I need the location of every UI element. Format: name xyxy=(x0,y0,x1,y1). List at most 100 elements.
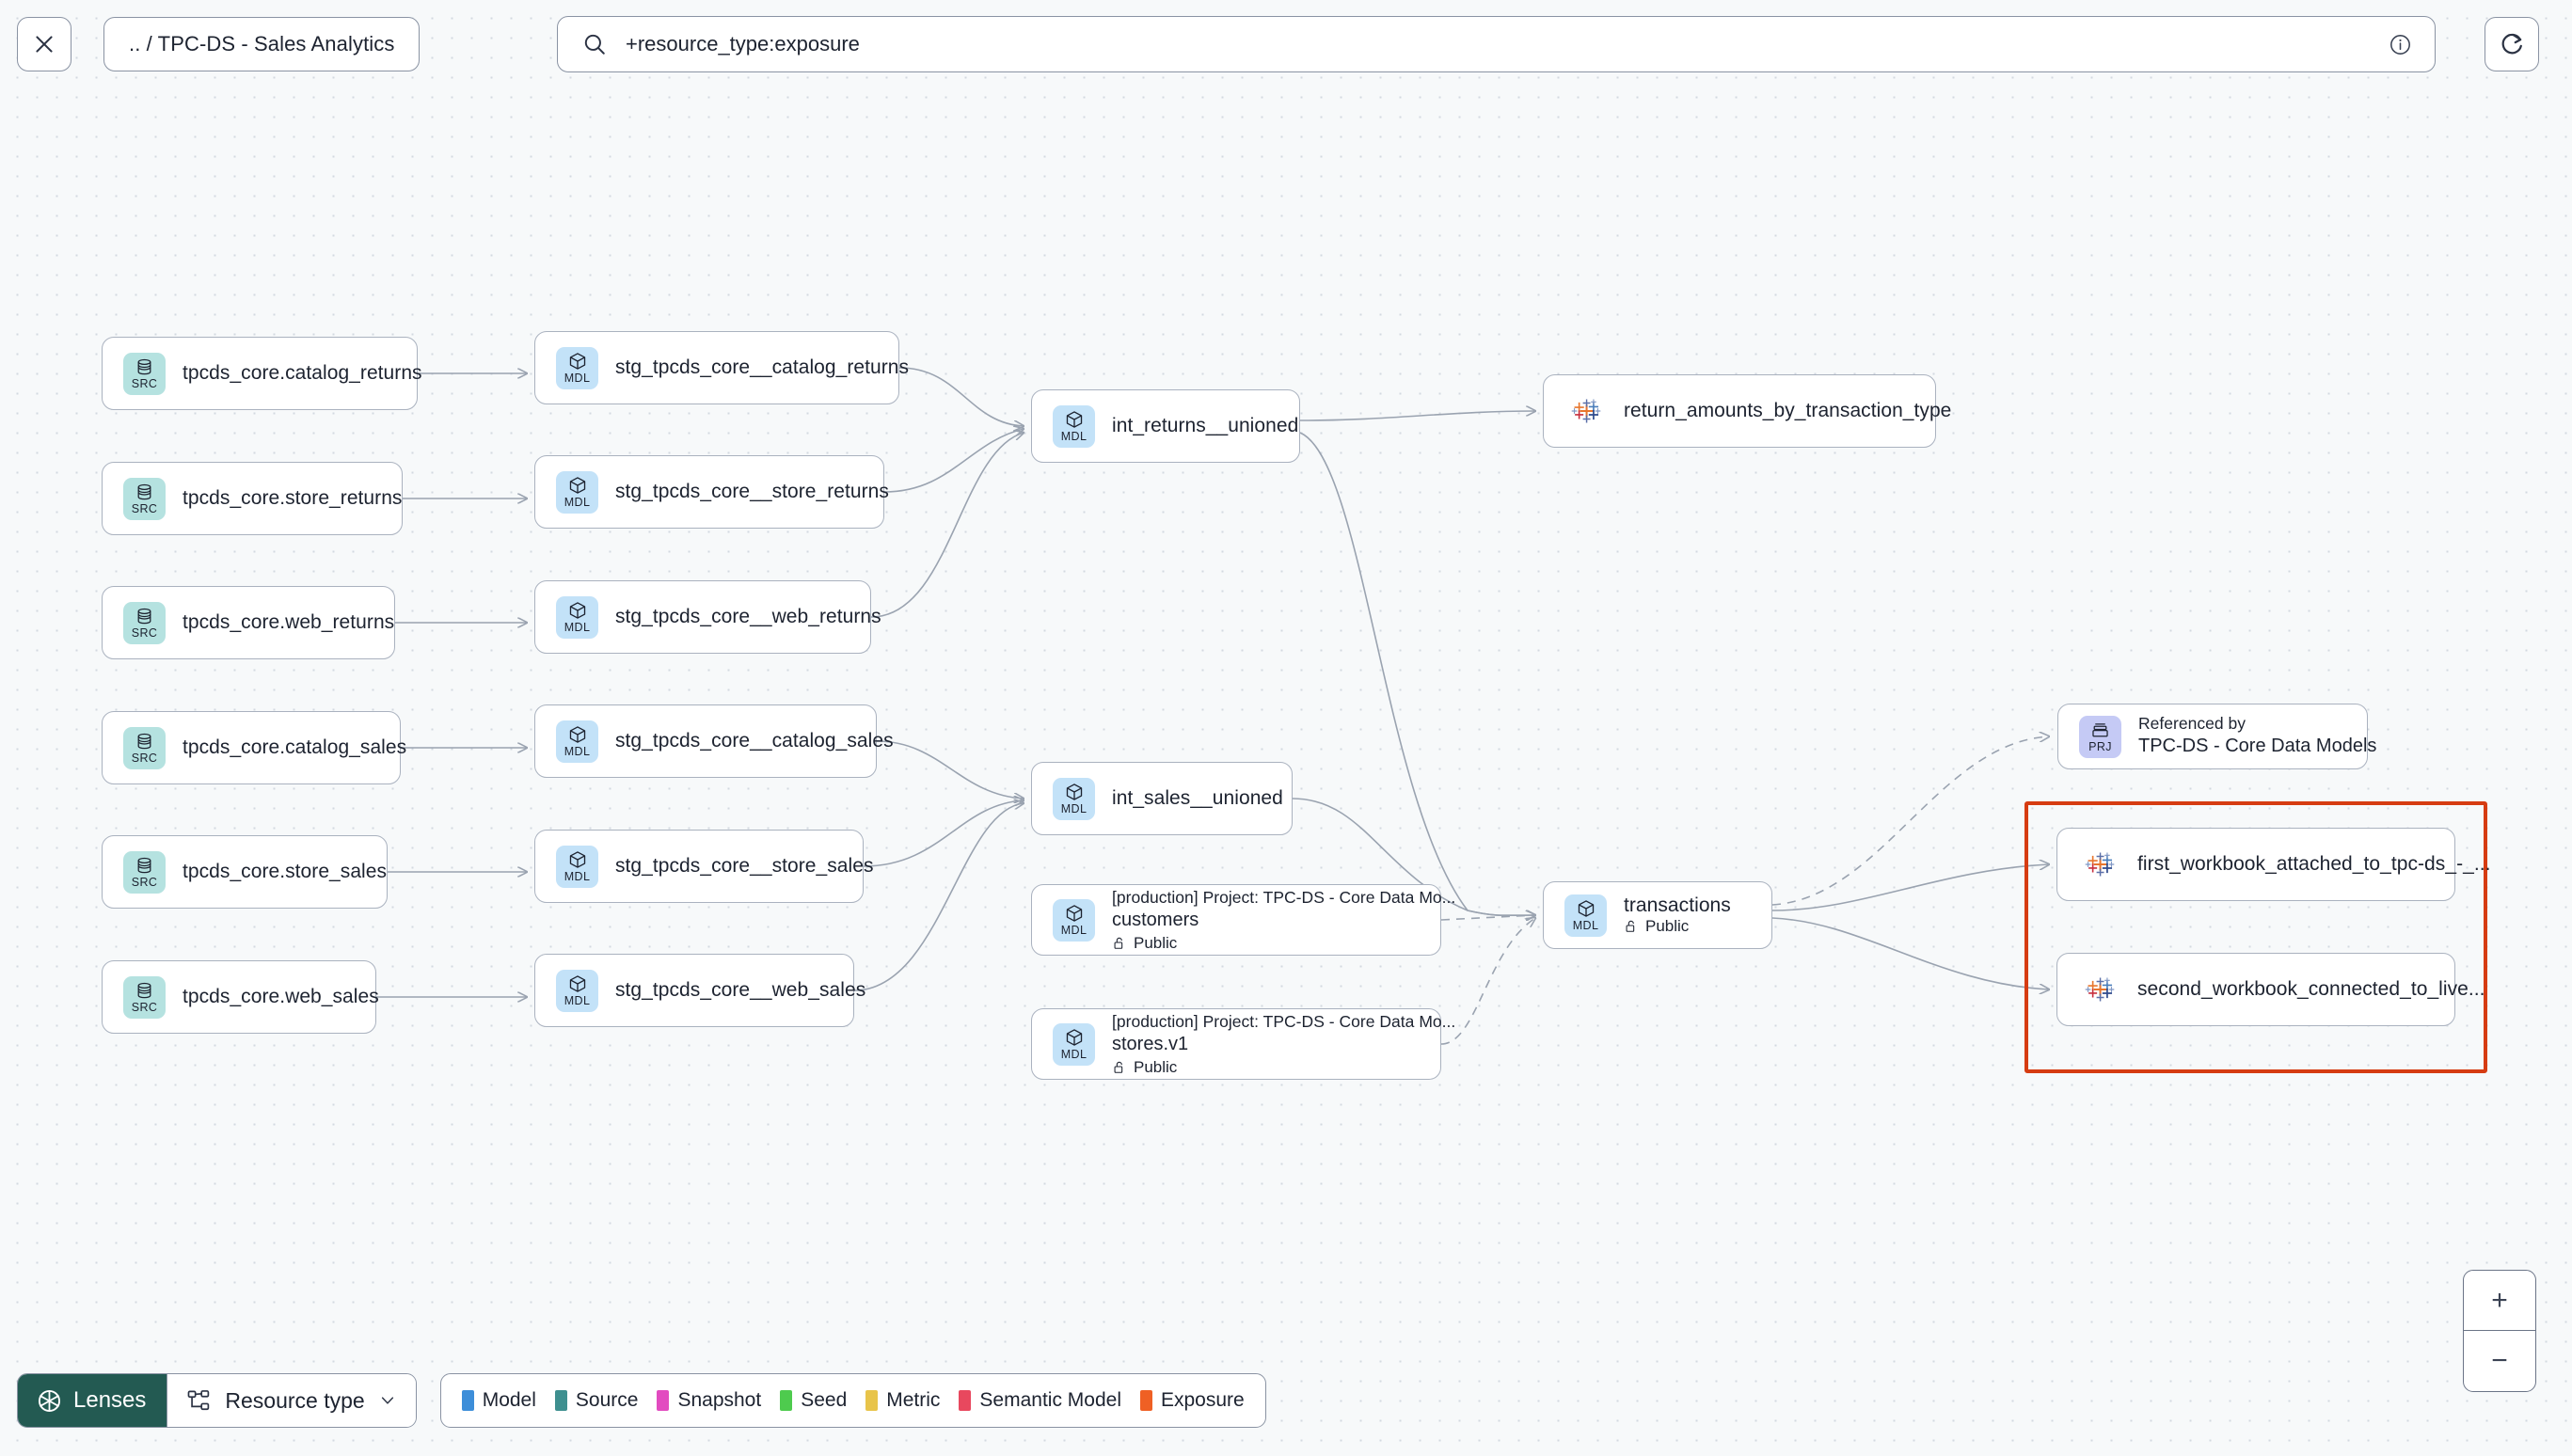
node-labels: stg_tpcds_core__web_returns xyxy=(615,606,881,628)
src-badge: SRC xyxy=(123,352,166,395)
mdl-badge: MDL xyxy=(556,720,598,763)
tableau-icon xyxy=(2078,969,2120,1011)
node-title: int_sales__unioned xyxy=(1112,787,1283,809)
graph-node-stg_catalog_returns[interactable]: MDL stg_tpcds_core__catalog_returns xyxy=(534,331,910,404)
lenses-button[interactable]: Lenses xyxy=(18,1374,167,1427)
graph-node-src_catalog_sales[interactable]: SRC tpcds_core.catalog_sales xyxy=(102,711,406,784)
search-bar[interactable]: +resource_type:exposure xyxy=(557,16,2436,72)
node-labels: return_amounts_by_transaction_type xyxy=(1624,400,1951,422)
breadcrumb[interactable]: .. / TPC-DS - Sales Analytics xyxy=(103,17,421,71)
node-title: stores.v1 xyxy=(1112,1033,1189,1054)
model-cube-icon xyxy=(567,351,588,372)
refresh-button[interactable] xyxy=(2485,17,2539,71)
resource-type-label: Resource type xyxy=(225,1387,365,1413)
bottom-toolbar: Lenses Resource type Model Source Snapsh… xyxy=(17,1373,1266,1428)
search-input[interactable]: +resource_type:exposure xyxy=(626,32,860,55)
graph-node-int_sales_unioned[interactable]: MDL int_sales__unioned xyxy=(1031,762,1293,835)
graph-node-stg_store_returns[interactable]: MDL stg_tpcds_core__store_returns xyxy=(534,455,889,529)
graph-node-src_store_returns[interactable]: SRC tpcds_core.store_returns xyxy=(102,462,403,535)
legend-label: Exposure xyxy=(1161,1389,1245,1411)
graph-node-src_store_sales[interactable]: SRC tpcds_core.store_sales xyxy=(102,835,388,909)
graph-node-src_catalog_returns[interactable]: SRC tpcds_core.catalog_returns xyxy=(102,337,422,410)
model-cube-icon xyxy=(1064,409,1085,430)
database-icon xyxy=(135,357,154,377)
node-labels: int_returns__unioned xyxy=(1112,415,1299,437)
graph-node-src_web_returns[interactable]: SRC tpcds_core.web_returns xyxy=(102,586,395,659)
model-cube-icon xyxy=(1064,1027,1085,1048)
node-access: Public xyxy=(1112,934,1420,953)
legend-item-exposure[interactable]: Exposure xyxy=(1140,1389,1245,1412)
src-badge: SRC xyxy=(123,726,166,769)
mdl-badge: MDL xyxy=(556,969,598,1012)
graph-node-exposure_second[interactable]: second_workbook_connected_to_live... xyxy=(2056,953,2485,1026)
legend-item-model[interactable]: Model xyxy=(461,1389,536,1412)
node-title: stg_tpcds_core__catalog_returns xyxy=(615,356,910,378)
graph-node-src_web_sales[interactable]: SRC tpcds_core.web_sales xyxy=(102,960,379,1034)
badge-label: SRC xyxy=(131,625,158,640)
model-cube-icon xyxy=(567,475,588,496)
graph-node-customers_model[interactable]: MDL [production] Project: TPC-DS - Core … xyxy=(1031,884,1456,956)
badge-label: MDL xyxy=(564,994,591,1008)
graph-node-stg_store_sales[interactable]: MDL stg_tpcds_core__store_sales xyxy=(534,830,874,903)
graph-node-stg_web_sales[interactable]: MDL stg_tpcds_core__web_sales xyxy=(534,954,866,1027)
resource-type-dropdown[interactable]: Resource type xyxy=(167,1374,416,1427)
node-title: stg_tpcds_core__web_sales xyxy=(615,979,866,1001)
graph-node-return_amounts[interactable]: return_amounts_by_transaction_type xyxy=(1543,374,1951,448)
database-icon xyxy=(135,732,154,752)
node-title: second_workbook_connected_to_live... xyxy=(2137,978,2485,1000)
graph-node-exposure_first[interactable]: first_workbook_attached_to_tpc-ds_-_... xyxy=(2056,828,2490,901)
node-labels: tpcds_core.catalog_sales xyxy=(183,736,406,759)
node-labels: second_workbook_connected_to_live... xyxy=(2137,978,2485,1001)
src-badge: SRC xyxy=(123,601,166,644)
badge-label: SRC xyxy=(131,376,158,390)
search-icon xyxy=(582,32,607,56)
database-icon xyxy=(135,856,154,876)
graph-node-int_returns_unioned[interactable]: MDL int_returns__unioned xyxy=(1031,389,1300,463)
unlock-icon xyxy=(1114,937,1123,949)
graph-node-transactions[interactable]: MDL transactions Public xyxy=(1543,881,1772,949)
database-icon xyxy=(135,981,154,1001)
badge-label: MDL xyxy=(564,372,591,386)
zoom-controls: + − xyxy=(2463,1270,2536,1392)
node-labels: stg_tpcds_core__catalog_sales xyxy=(615,730,894,752)
zoom-out-button[interactable]: − xyxy=(2491,1345,2508,1376)
legend-item-metric[interactable]: Metric xyxy=(865,1389,940,1412)
graph-node-stg_catalog_sales[interactable]: MDL stg_tpcds_core__catalog_sales xyxy=(534,704,894,778)
badge-label: MDL xyxy=(564,870,591,884)
top-toolbar: .. / TPC-DS - Sales Analytics +resource_… xyxy=(0,0,2572,111)
node-labels: stg_tpcds_core__web_sales xyxy=(615,979,866,1002)
node-title: tpcds_core.web_sales xyxy=(183,986,379,1007)
badge-label: SRC xyxy=(131,875,158,889)
breadcrumb-label: .. / TPC-DS - Sales Analytics xyxy=(129,32,395,55)
database-icon xyxy=(135,607,154,626)
node-subtitle: [production] Project: TPC-DS - Core Data… xyxy=(1112,887,1456,907)
database-icon xyxy=(135,483,154,502)
legend-swatch xyxy=(461,1390,474,1411)
node-title: int_returns__unioned xyxy=(1112,415,1299,436)
legend-item-snapshot[interactable]: Snapshot xyxy=(657,1389,761,1412)
graph-node-stg_web_returns[interactable]: MDL stg_tpcds_core__web_returns xyxy=(534,580,881,654)
node-access: Public xyxy=(1112,1058,1420,1077)
chevron-down-icon xyxy=(378,1391,397,1410)
node-labels: tpcds_core.store_returns xyxy=(183,487,402,510)
mdl-badge: MDL xyxy=(556,845,598,888)
info-icon[interactable] xyxy=(2389,33,2412,56)
zoom-in-button[interactable]: + xyxy=(2464,1271,2535,1331)
unlock-icon xyxy=(1114,1061,1123,1073)
tableau-icon xyxy=(2078,844,2120,886)
node-labels: stg_tpcds_core__catalog_returns xyxy=(615,356,910,379)
node-labels: stg_tpcds_core__store_returns xyxy=(615,481,889,503)
node-labels: [production] Project: TPC-DS - Core Data… xyxy=(1112,1011,1456,1077)
graph-node-stores_model[interactable]: MDL [production] Project: TPC-DS - Core … xyxy=(1031,1008,1456,1080)
legend-item-source[interactable]: Source xyxy=(554,1389,639,1412)
node-subtitle: [production] Project: TPC-DS - Core Data… xyxy=(1112,1011,1456,1031)
mdl-badge: MDL xyxy=(1564,894,1607,937)
node-title: stg_tpcds_core__store_sales xyxy=(615,855,874,877)
badge-label: MDL xyxy=(1572,919,1599,933)
close-button[interactable] xyxy=(17,17,71,71)
legend-label: Source xyxy=(575,1389,639,1411)
legend-item-semantic-model[interactable]: Semantic Model xyxy=(959,1389,1121,1412)
legend-item-seed[interactable]: Seed xyxy=(780,1389,847,1412)
